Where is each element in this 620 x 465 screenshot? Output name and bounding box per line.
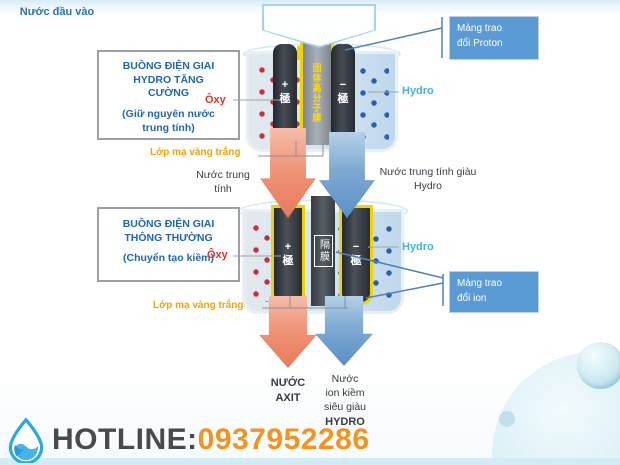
oxy-label-2: Ôxy — [207, 249, 228, 261]
ion-membrane-callout: Màng trao đổi ion — [450, 272, 538, 312]
alkaline-water-label: Nước ion kiềm siêu giàu HYDRO — [311, 372, 379, 429]
cathode-label-1: − 極 — [337, 79, 349, 105]
proton-membrane-callout: Màng trao đổi Proton — [450, 17, 538, 59]
chamber2-info-title: BUỒNG ĐIỆN GIAI THÔNG THƯỜNG — [122, 218, 215, 244]
hotline-label: HOTLINE: — [52, 423, 198, 456]
decor-bubble-small — [499, 411, 515, 427]
hydro-label-2: Hydro — [402, 241, 434, 253]
coating-label-2: Lớp mạ vàng trắng — [153, 300, 244, 311]
anode-electrode-2: + 極 — [271, 205, 305, 305]
anode-label-2: + 極 — [282, 241, 294, 267]
neutral-hydro-water-label: Nước trung tính giàu Hydro — [379, 166, 477, 193]
water-drop-logo-icon — [8, 417, 44, 463]
cathode-label-2: − 極 — [350, 241, 362, 267]
chamber2-info-box: BUỒNG ĐIỆN GIAI THÔNG THƯỜNG (Chuyển tạo… — [97, 207, 240, 282]
bottom-strip — [0, 458, 620, 465]
neutral-water-label: Nước trung tính — [196, 169, 250, 196]
chamber1-info-title: BUỒNG ĐIỆN GIAI HYDRO TĂNG CƯỜNG — [122, 60, 215, 100]
alkaline-water-text: Nước ion kiềm siêu giàu — [323, 373, 367, 414]
hotline-bar: HOTLINE: 0937952286 — [4, 415, 370, 465]
coating-label-1: Lớp mạ vàng trắng — [150, 147, 241, 158]
polymer-membrane-label: 固体高分子膜 — [311, 62, 322, 123]
diaphragm-label: 隔膜 — [313, 235, 333, 267]
electrolysis-chamber-2: + 極 隔膜 − 極 — [238, 196, 408, 316]
chamber2-info-subtitle: (Chuyển tạo kiềm) — [122, 252, 214, 265]
hydro-label-1: Hydro — [402, 85, 434, 97]
cathode-electrode-1: − 極 — [331, 44, 355, 142]
inlet-label: Nước đầu vào — [19, 6, 95, 18]
oxy-label-1: Ôxy — [205, 94, 226, 106]
chamber1-info-subtitle: (Giữ nguyên nước trung tính) — [122, 107, 215, 134]
acid-water-label: NƯỚC AXIT — [270, 377, 306, 404]
electrolysis-chamber-1: + 極 固体高分子膜 − 極 — [243, 40, 401, 152]
anode-electrode-1: + 極 — [273, 44, 297, 142]
alkaline-water-hydro-text: HYDRO — [325, 415, 365, 428]
chamber1-info-box: BUỒNG ĐIỆN GIAI HYDRO TĂNG CƯỜNG (Giữ ng… — [97, 50, 240, 140]
diaphragm-membrane: 隔膜 — [311, 196, 335, 306]
electrode-connector-band — [297, 46, 301, 60]
decor-bubble-medium — [577, 342, 620, 389]
cathode-electrode-2: − 極 — [339, 205, 373, 305]
hotline-number: 0937952286 — [197, 423, 370, 456]
anode-label-1: + 極 — [279, 79, 291, 105]
